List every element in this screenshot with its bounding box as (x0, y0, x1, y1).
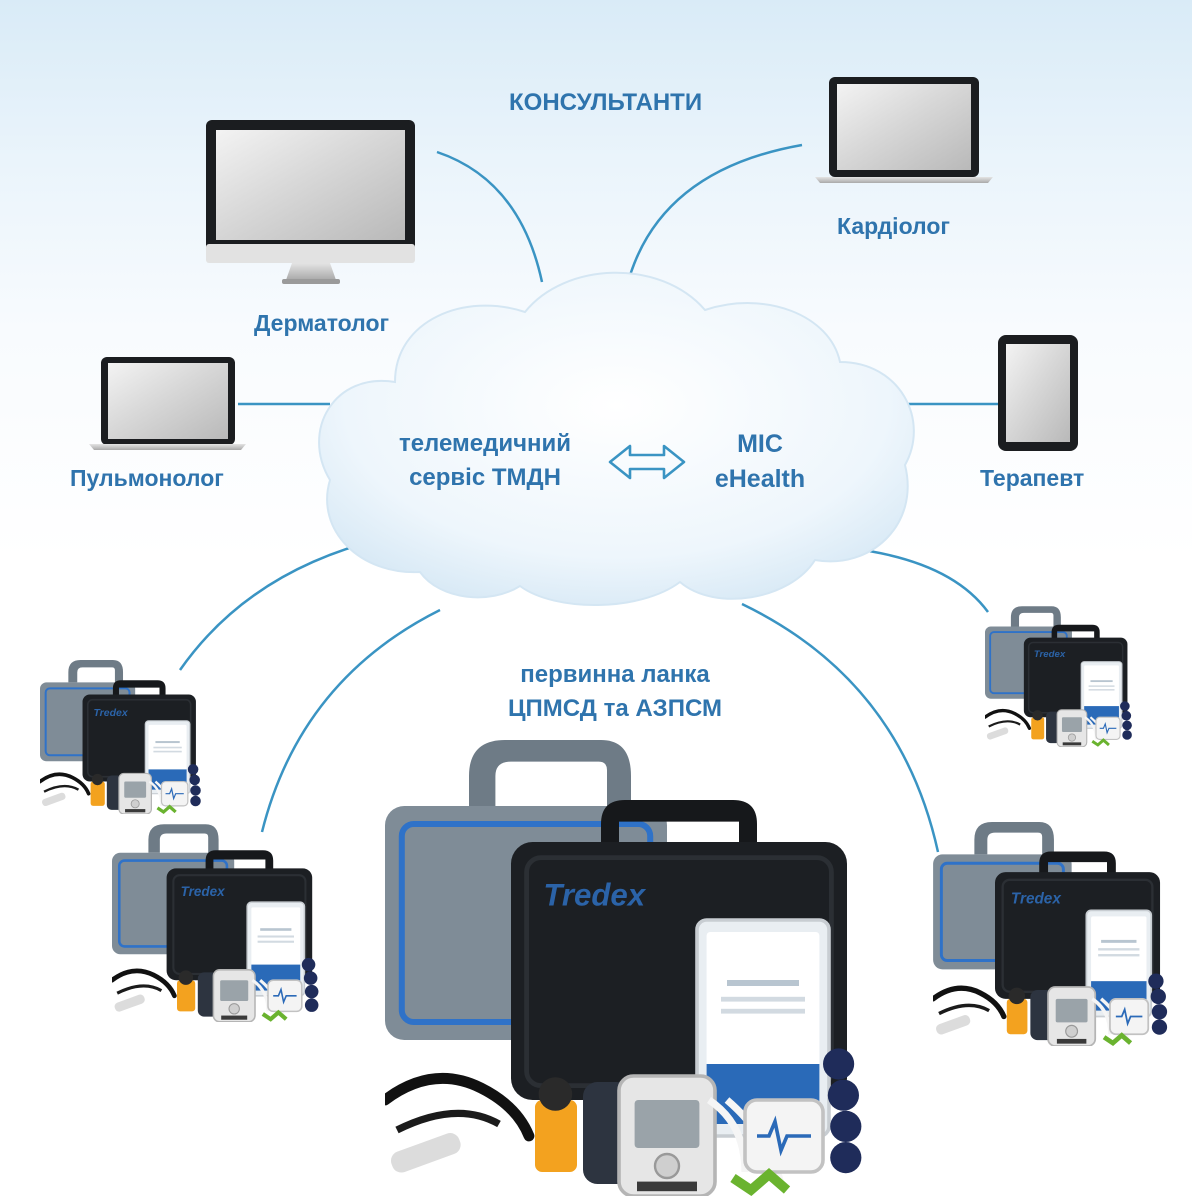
connector-kit-right-upper (847, 546, 990, 613)
tablet-icon (998, 335, 1078, 451)
mis-line-1: МІС (737, 430, 783, 458)
medical-kit-left-upper (40, 660, 202, 814)
primary-care-line-2: ЦПМСД та АЗПСМ (508, 694, 722, 722)
medical-kit-center (385, 740, 861, 1196)
primary-care-label: первинна ланка ЦПМСД та АЗПСМ (480, 658, 750, 725)
double-arrow-icon (608, 444, 686, 480)
consultants-title: КОНСУЛЬТАНТИ (509, 89, 703, 116)
telemedicine-cloud (318, 271, 915, 606)
connector-kit-right-lower (741, 602, 940, 853)
mis-line-2: eHealth (714, 465, 806, 493)
connector-cardiologist (626, 143, 803, 283)
laptop-icon (815, 77, 993, 183)
service-line-2: сервіс ТМДН (409, 463, 561, 491)
consultant-label-cardiologist: Кардіолог (837, 213, 950, 239)
desktop-monitor-icon (206, 120, 415, 284)
service-label: телемедичний сервіс ТМДН (380, 427, 590, 494)
medical-kit-left-lower (112, 824, 318, 1022)
consultant-label-pulmonologist: Пульмонолог (70, 465, 224, 491)
connector-dermatologist (436, 150, 544, 283)
medical-kit-right-upper (985, 606, 1133, 747)
laptop-icon (89, 357, 246, 450)
medical-kit-right-lower (933, 822, 1167, 1046)
mis-label: МІС eHealth (700, 427, 820, 497)
consultant-label-dermatologist: Дерматолог (254, 310, 390, 336)
connector-kit-left-lower (260, 608, 441, 833)
primary-care-line-1: первинна ланка (520, 661, 710, 688)
connector-kit-left-upper (178, 536, 386, 671)
consultant-label-therapist: Терапевт (980, 465, 1085, 491)
service-line-1: телемедичний (398, 430, 572, 457)
